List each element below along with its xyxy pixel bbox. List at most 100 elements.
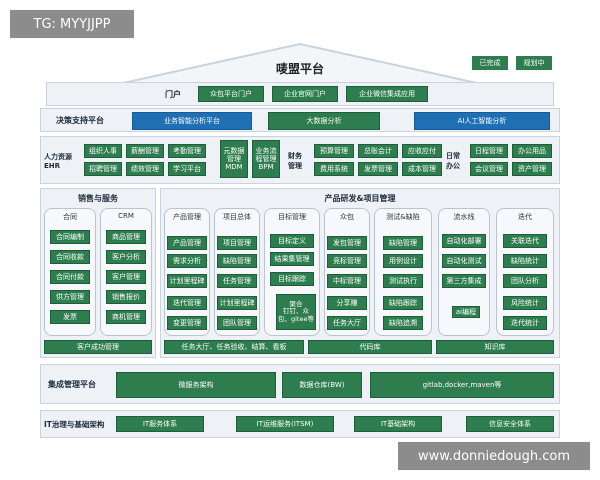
pipeline-item: 第三方集成 (442, 274, 486, 288)
integration-label: 集成管理平台 (48, 379, 96, 389)
page-title: 唛盟平台 (275, 62, 324, 76)
crowd-item: 发包管理 (327, 236, 367, 250)
decision-item: AI人工智能分析 (414, 112, 550, 130)
integration-item: gitlab,docker,maven等 (370, 372, 554, 398)
iteration-item: 团队分析 (503, 274, 547, 288)
legend-done: 已完成 (472, 56, 508, 70)
crowd-item: 分享赚 (327, 296, 367, 310)
integration-item: 微服务架构 (116, 372, 276, 398)
crm-item: 客户分析 (106, 250, 146, 264)
goal-title: 目标管理 (278, 213, 306, 221)
hr-item: 薪酬管理 (126, 144, 164, 158)
product-title: 产品管理 (173, 213, 201, 221)
portal-label: 门户 (165, 89, 181, 99)
rd-footer-tasks: 任务大厅、任务验收、结算、看板 (164, 340, 304, 354)
sales-label: 销售与服务 (78, 193, 118, 203)
portal-item: 企业官网门户 (272, 86, 338, 102)
contract-item: 合同收款 (50, 250, 90, 264)
decision-label: 决策支持平台 (56, 115, 104, 125)
office-item: 日程管理 (470, 144, 508, 158)
rd-footer-knowledge: 知识库 (436, 340, 554, 354)
pipeline-item: 自动化部署 (442, 234, 486, 248)
test-title: 测试&缺陷 (386, 213, 420, 221)
crm-item: 销售报价 (106, 290, 146, 304)
iteration-item: 关联迭代 (503, 234, 547, 248)
project-item: 任务管理 (217, 274, 257, 288)
pipeline-group (438, 208, 490, 336)
test-item: 缺陷跟踪 (383, 296, 423, 310)
decision-item: 大数据分析 (268, 112, 380, 130)
hr-item: 组织人事 (84, 144, 122, 158)
goal-item: 结果集管理 (270, 252, 314, 266)
infra-item: IT基础架构 (354, 416, 442, 432)
iteration-group (496, 208, 554, 336)
office-label: 日常 办公 (446, 152, 460, 170)
test-item: 测试执行 (383, 274, 423, 288)
project-item: 团队管理 (217, 316, 257, 330)
infra-item: IT运维服务(ITSM) (236, 416, 334, 432)
finance-item: 发票管理 (358, 162, 398, 176)
mdm-block: 元数据 管理 MDM (220, 140, 248, 178)
iteration-item: 风险统计 (503, 296, 547, 310)
crm-item: 客户管理 (106, 270, 146, 284)
project-group (214, 208, 260, 336)
test-item: 缺陷追溯 (383, 316, 423, 330)
product-item: 迭代管理 (167, 296, 207, 310)
finance-item: 预算管理 (314, 144, 354, 158)
integration-item: 数据仓库(BW) (282, 372, 362, 398)
office-item: 会议管理 (470, 162, 508, 176)
iteration-title: 迭代 (518, 213, 532, 221)
product-item: 需求分析 (167, 254, 207, 268)
sales-footer: 客户成功管理 (44, 340, 152, 354)
portal-item: 企业微信集成应用 (346, 86, 428, 102)
crowd-item: 任务大厅 (327, 316, 367, 330)
crowd-group (324, 208, 370, 336)
bpm-block: 业务流 程管理 BPM (252, 140, 280, 178)
office-item: 资产管理 (512, 162, 552, 176)
crowd-item: 中标管理 (327, 274, 367, 288)
pipeline-item: 自动化测试 (442, 254, 486, 268)
pipeline-extra: ai编程 (452, 306, 480, 318)
goal-item: 目标定义 (270, 234, 314, 248)
crowd-item: 竞标管理 (327, 254, 367, 268)
hr-label: 人力资源 EHR (44, 153, 72, 170)
office-item: 办公用品 (512, 144, 552, 158)
product-item: 变更管理 (167, 316, 207, 330)
project-item: 项目管理 (217, 236, 257, 250)
portal-item: 众包平台门户 (198, 86, 264, 102)
infra-label: IT治理与基础架构 (44, 419, 105, 429)
contract-item: 发票 (50, 310, 90, 324)
crm-item: 商品管理 (106, 230, 146, 244)
hr-item: 考勤管理 (168, 144, 206, 158)
finance-item: 总账会计 (358, 144, 398, 158)
decision-item: 业务智能分析平台 (132, 112, 252, 130)
product-item: 计划里程碑 (167, 274, 207, 288)
finance-item: 应收应付 (402, 144, 442, 158)
hr-item: 招聘管理 (84, 162, 122, 176)
contract-item: 合同付款 (50, 270, 90, 284)
product-item: 产品管理 (167, 236, 207, 250)
finance-item: 费用系统 (314, 162, 354, 176)
watermark-top: TG: MYYJJPP (10, 10, 134, 38)
infra-item: 信息安全体系 (466, 416, 554, 432)
infra-item: IT服务体系 (116, 416, 204, 432)
crm-item: 商机管理 (106, 310, 146, 324)
test-item: 用例设计 (383, 254, 423, 268)
crowd-title: 众包 (340, 213, 354, 221)
contract-item: 合同编制 (50, 230, 90, 244)
iteration-item: 缺陷统计 (503, 254, 547, 268)
watermark-bottom: www.donniedough.com (398, 442, 590, 470)
iteration-item: 迭代统计 (503, 316, 547, 330)
rd-label: 产品研发&项目管理 (324, 193, 396, 203)
project-item: 计划里程碑 (217, 296, 257, 310)
test-item: 缺陷管理 (383, 236, 423, 250)
hr-item: 学习平台 (168, 162, 206, 176)
product-group (164, 208, 210, 336)
crm-title: CRM (118, 212, 134, 220)
finance-label: 财务 管理 (288, 152, 302, 170)
goal-item: 目标跟踪 (270, 272, 314, 286)
hr-item: 绩效管理 (126, 162, 164, 176)
contract-title: 合同 (63, 213, 77, 221)
goal-extra: 聚合 钉钉、众 包、gitee等 (276, 294, 316, 330)
legend-planned: 规划中 (516, 56, 552, 70)
